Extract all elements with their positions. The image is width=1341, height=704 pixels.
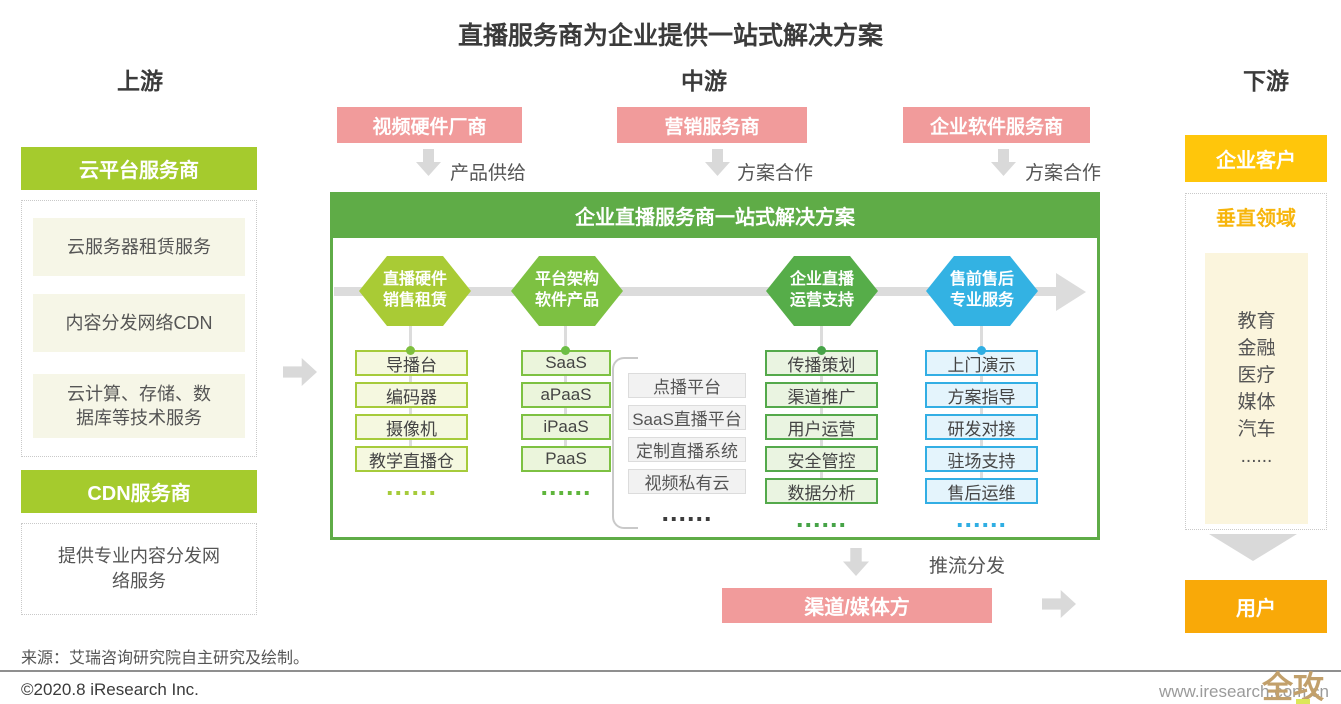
more-dots: ...... bbox=[385, 471, 437, 501]
pillar-hex-platform: 平台架构 软件产品 bbox=[511, 256, 623, 326]
website-url: www.iresearch.com.cn bbox=[1158, 682, 1329, 701]
pillar-item: 驻场支持 bbox=[925, 446, 1038, 472]
connector-dot bbox=[406, 346, 415, 355]
pipeline-line bbox=[334, 287, 1058, 296]
more-dots: ...... bbox=[955, 503, 1007, 533]
pillar-item: 教学直播仓 bbox=[355, 446, 468, 472]
user-box: 用户 bbox=[1185, 580, 1327, 633]
pillar-hex-label: 售前售后 bbox=[949, 271, 1014, 289]
zone-label-downstream: 下游 bbox=[1243, 68, 1289, 94]
platform-group-item: 点播平台 bbox=[628, 373, 746, 398]
more-dots: ...... bbox=[661, 497, 713, 527]
down-arrow-icon bbox=[991, 149, 1016, 176]
down-arrow-icon bbox=[416, 149, 441, 176]
platform-group-item: 视频私有云 bbox=[628, 469, 746, 494]
pillar-hex-label: 软件产品 bbox=[534, 292, 599, 309]
connector-dot bbox=[977, 346, 986, 355]
supplier-box-marketing: 营销服务商 bbox=[617, 107, 807, 143]
supplier-box-video-hardware: 视频硬件厂商 bbox=[337, 107, 522, 143]
footer-divider bbox=[0, 670, 1341, 672]
pillar-item: 方案指导 bbox=[925, 382, 1038, 408]
platform-group-item: 定制直播系统 bbox=[628, 437, 746, 462]
pillar-hex-service: 售前售后 专业服务 bbox=[926, 256, 1038, 326]
vertical-domain-item: 教育 bbox=[1237, 310, 1276, 332]
pillar-hex-operation: 企业直播 运营支持 bbox=[766, 256, 878, 326]
pillar-item: PaaS bbox=[521, 446, 611, 472]
pillar-item: 售后运维 bbox=[925, 478, 1038, 504]
cloud-item-server-rental: 云服务器租赁服务 bbox=[33, 218, 245, 276]
cdn-provider-desc: 提供专业内容分发网络服务 bbox=[21, 523, 257, 615]
pillar-item: iPaaS bbox=[521, 414, 611, 440]
pillar-item: 编码器 bbox=[355, 382, 468, 408]
down-arrow-icon bbox=[705, 149, 730, 176]
pillar-item: 摄像机 bbox=[355, 414, 468, 440]
cdn-provider-header: CDN服务商 bbox=[21, 470, 257, 513]
down-arrow-icon bbox=[843, 548, 869, 576]
pillar-item: 研发对接 bbox=[925, 414, 1038, 440]
vertical-domain-title: 垂直领域 bbox=[1216, 208, 1296, 230]
solution-box-header: 企业直播服务商一站式解决方案 bbox=[330, 192, 1100, 238]
pillar-hex-label: 平台架构 bbox=[534, 271, 599, 289]
flow-label-solution-coop-1: 方案合作 bbox=[737, 163, 814, 184]
flow-label-product-supply: 产品供给 bbox=[450, 163, 527, 184]
copyright: ©2020.8 iResearch Inc. bbox=[21, 680, 199, 699]
more-dots: ...... bbox=[795, 503, 847, 533]
more-dots: ...... bbox=[1240, 445, 1273, 467]
cloud-item-computing: 云计算、存储、数据库等技术服务 bbox=[33, 374, 245, 438]
platform-group-item: SaaS直播平台 bbox=[628, 405, 746, 430]
zone-label-midstream: 中游 bbox=[681, 68, 727, 94]
supplier-box-enterprise-software: 企业软件服务商 bbox=[903, 107, 1090, 143]
flow-label-solution-coop-2: 方案合作 bbox=[1025, 163, 1102, 184]
pillar-item: aPaaS bbox=[521, 382, 611, 408]
vertical-domain-item: 金融 bbox=[1237, 337, 1276, 359]
enterprise-customer-box: 企业客户 bbox=[1185, 135, 1327, 182]
channel-media-box: 渠道/媒体方 bbox=[722, 588, 992, 623]
right-arrow-icon bbox=[283, 358, 317, 386]
pillar-item: 用户运营 bbox=[765, 414, 878, 440]
pillar-hex-label: 运营支持 bbox=[789, 292, 854, 309]
vertical-domain-item: 媒体 bbox=[1237, 391, 1276, 413]
pillar-item: 渠道推广 bbox=[765, 382, 878, 408]
pillar-hex-label: 直播硬件 bbox=[382, 271, 447, 289]
pillar-item: 安全管控 bbox=[765, 446, 878, 472]
push-distribution-label: 推流分发 bbox=[929, 556, 1006, 577]
vertical-domain-item: 医疗 bbox=[1237, 364, 1276, 386]
pipeline-arrowhead-icon bbox=[1056, 273, 1086, 311]
vertical-domain-item: 汽车 bbox=[1237, 418, 1276, 440]
pillar-item: 数据分析 bbox=[765, 478, 878, 504]
cloud-platform-header: 云平台服务商 bbox=[21, 147, 257, 190]
right-arrow-icon bbox=[1042, 590, 1076, 618]
connector-dot bbox=[561, 346, 570, 355]
source-note: 来源：艾瑞咨询研究院自主研究及绘制。 bbox=[21, 650, 310, 667]
platform-group-bracket bbox=[612, 357, 638, 529]
pillar-hex-label: 销售租赁 bbox=[382, 292, 447, 309]
pillar-hex-label: 企业直播 bbox=[789, 271, 854, 289]
cloud-item-cdn: 内容分发网络CDN bbox=[33, 294, 245, 352]
down-triangle-icon bbox=[1209, 534, 1297, 561]
more-dots: ...... bbox=[540, 471, 592, 501]
watermark: 全攻略 bbox=[1262, 670, 1324, 704]
zone-label-upstream: 上游 bbox=[117, 68, 163, 94]
watermark-artifact bbox=[1296, 699, 1310, 704]
diagram-title: 直播服务商为企业提供一站式解决方案 bbox=[457, 22, 883, 50]
pillar-hex-label: 专业服务 bbox=[949, 292, 1014, 309]
connector-dot bbox=[817, 346, 826, 355]
vertical-domain-list: 教育 金融 医疗 媒体 汽车 ...... bbox=[1205, 253, 1308, 524]
pillar-item: 上门演示 bbox=[925, 350, 1038, 376]
